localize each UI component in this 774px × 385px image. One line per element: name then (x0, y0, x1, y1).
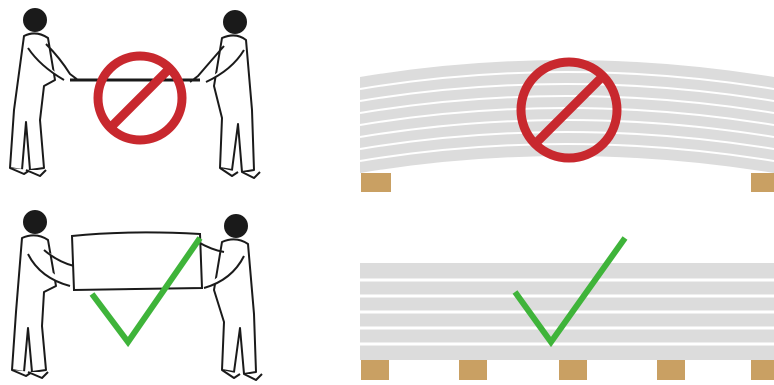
support-block (751, 173, 774, 192)
support-block (657, 360, 685, 380)
flat-sheet-stack (360, 263, 774, 360)
support-block (459, 360, 487, 380)
flat-stack-illustration (355, 230, 774, 385)
carry-correct-panel (0, 200, 280, 385)
support-block (361, 173, 391, 192)
support-block (559, 360, 587, 380)
support-block (751, 360, 774, 380)
carry-incorrect-panel (0, 0, 280, 190)
right-worker-figure (190, 11, 260, 178)
carry-incorrect-illustration (0, 0, 280, 190)
stack-incorrect-panel (355, 55, 774, 200)
prohibition-icon (98, 56, 182, 140)
stack-correct-panel (355, 230, 774, 385)
left-worker-figure (10, 9, 78, 176)
sagging-stack-illustration (355, 55, 774, 200)
right-worker-figure (198, 215, 262, 380)
support-block (361, 360, 389, 380)
left-worker-figure (12, 211, 74, 378)
carry-correct-illustration (0, 200, 280, 385)
